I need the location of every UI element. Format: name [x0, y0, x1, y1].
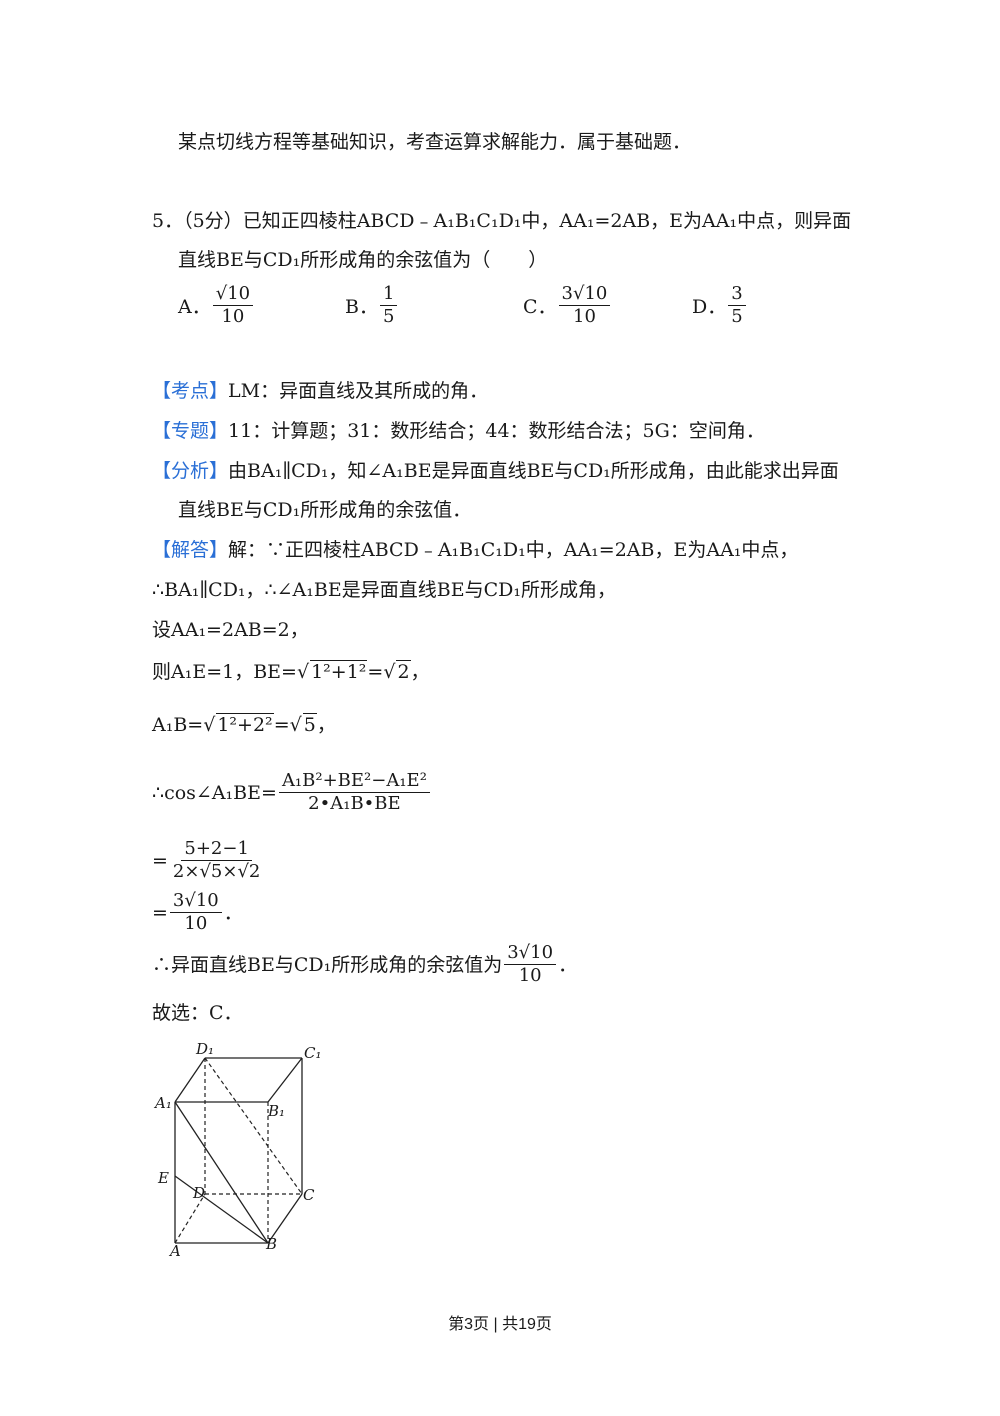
jieda-line10: 故选：C．	[152, 1002, 243, 1024]
label-a1: A₁	[153, 1094, 172, 1112]
edge-c1-b1	[267, 1057, 303, 1103]
zhuanti-line: 【专题】11：计算题；31：数形结合；44：数形结合法；5G：空间角．	[152, 420, 765, 442]
edge-a1-d1	[174, 1057, 206, 1103]
jieda-tag: 【解答】	[152, 539, 229, 561]
intro-line: 某点切线方程等基础知识，考查运算求解能力．属于基础题．	[178, 131, 692, 153]
question-5-line2: 直线BE与CD₁所形成角的余弦值为（ ）	[178, 249, 548, 271]
label-d1: D₁	[195, 1040, 214, 1058]
question-score: （5分）	[183, 210, 243, 232]
question-5-line1: 5．（5分）已知正四棱柱ABCD﹣A₁B₁C₁D₁中，AA₁=2AB，E为AA₁…	[152, 208, 851, 234]
jieda-line3: 设AA₁=2AB=2，	[152, 619, 309, 641]
label-b1: B₁	[267, 1102, 285, 1120]
fenxi-line1: 【分析】由BA₁∥CD₁，知∠A₁BE是异面直线BE与CD₁所形成角，由此能求出…	[152, 460, 839, 482]
page-footer: 第3页 | 共19页	[448, 1316, 552, 1333]
prism-figure: D₁ C₁ A₁ B₁ E D C A B	[153, 1040, 322, 1260]
jieda-line2: ∴BA₁∥CD₁，∴∠A₁BE是异面直线BE与CD₁所形成角，	[152, 579, 616, 601]
label-d: D	[192, 1184, 205, 1202]
kaodian-line: 【考点】LM：异面直线及其所成的角．	[152, 380, 489, 402]
edge-a-d	[174, 1193, 206, 1244]
jieda-line4: 则A₁E=1，BE=√1²+1²=√2，	[152, 660, 430, 683]
question-text-1: 已知正四棱柱ABCD﹣A₁B₁C₁D₁中，AA₁=2AB，E为AA₁中点，则异面	[242, 210, 852, 232]
fenxi-line2: 直线BE与CD₁所形成角的余弦值．	[178, 499, 472, 521]
jieda-line1: 【解答】解：∵正四棱柱ABCD﹣A₁B₁C₁D₁中，AA₁=2AB，E为AA₁中…	[152, 539, 799, 561]
label-a: A	[168, 1242, 181, 1260]
jieda-line5: A₁B=√1²+2²=√5，	[152, 713, 336, 736]
label-b: B	[265, 1235, 277, 1253]
question-number: 5．	[152, 210, 184, 232]
label-c1: C₁	[304, 1044, 322, 1062]
edge-b-c	[267, 1193, 303, 1244]
label-e: E	[157, 1169, 169, 1187]
kaodian-tag: 【考点】	[152, 380, 229, 402]
segment-e-b	[174, 1175, 269, 1244]
segment-a1-b	[174, 1101, 269, 1244]
zhuanti-tag: 【专题】	[152, 420, 229, 442]
segment-d1-c	[204, 1057, 303, 1195]
fenxi-tag: 【分析】	[152, 460, 229, 482]
label-c: C	[303, 1186, 315, 1204]
